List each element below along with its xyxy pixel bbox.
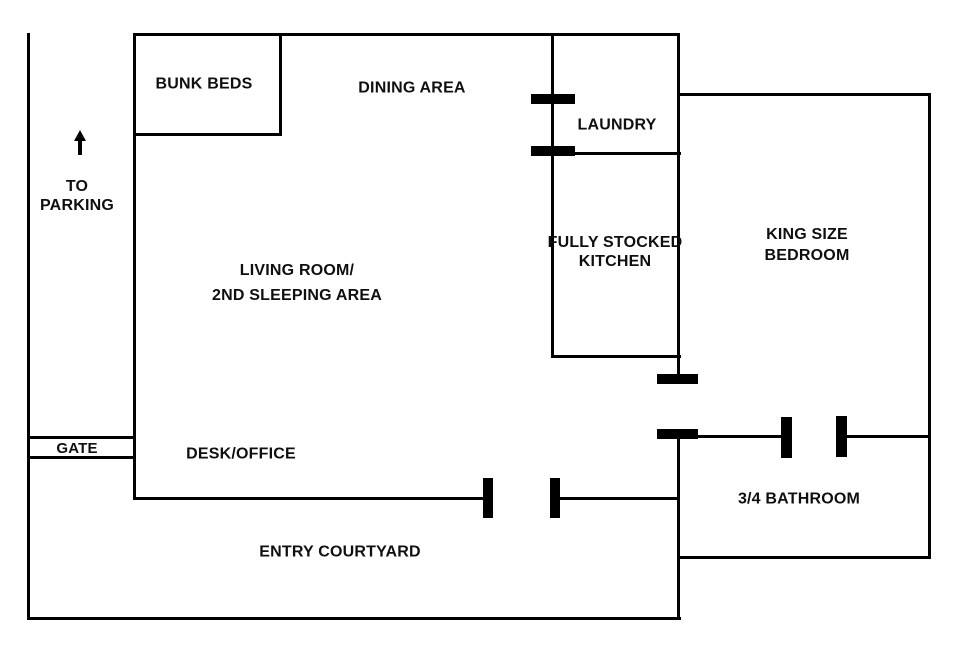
up-arrow-stem: [78, 141, 82, 155]
up-arrow-head: [74, 130, 86, 141]
wall-gate-top: [27, 436, 136, 439]
wall-bedroom-right: [928, 93, 931, 559]
wall-kitchen-bottom: [551, 355, 681, 358]
laundry-door-marker-top: [531, 94, 575, 104]
bathroom-door-marker-left: [781, 417, 792, 458]
king-bedroom-label: KING SIZE BEDROOM: [765, 224, 850, 266]
bedroom-door-marker-top: [657, 374, 698, 384]
bathroom-label: 3/4 BATHROOM: [737, 490, 861, 508]
wall-living-bottom-right: [558, 497, 680, 500]
wall-bunkbeds-bottom: [133, 133, 282, 136]
to-parking-label-line2: PARKING: [40, 197, 114, 214]
bathroom-door-marker-right: [836, 416, 847, 457]
bedroom-door-marker-bottom: [657, 429, 698, 439]
wall-bathroom-top-right: [845, 435, 931, 438]
wall-laundry-bottom: [551, 152, 681, 155]
wall-bedroom-top: [677, 93, 931, 96]
gate-label: GATE: [56, 440, 98, 457]
wall-top-main: [133, 33, 680, 36]
desk-office-label: DESK/OFFICE: [186, 445, 296, 463]
to-parking-label-line1: TO: [65, 178, 89, 195]
kitchen-label-line1: FULLY STOCKED: [547, 234, 683, 251]
entry-courtyard-label: ENTRY COURTYARD: [259, 543, 421, 561]
wall-hall-lower: [677, 434, 680, 620]
wall-bathroom-top-left: [677, 435, 783, 438]
entry-door-marker-left: [483, 478, 493, 518]
laundry-door-marker-bottom: [531, 146, 575, 156]
wall-living-bottom-left: [133, 497, 485, 500]
wall-gate-bottom: [27, 456, 136, 459]
wall-hall-upper: [677, 33, 680, 379]
dining-area-label: DINING AREA: [358, 79, 466, 97]
kitchen-label: FULLY STOCKED KITCHEN: [548, 233, 683, 271]
living-room-label-line2: 2ND SLEEPING AREA: [212, 287, 382, 304]
wall-bunkbeds-right: [279, 33, 282, 136]
wall-outer-left: [27, 33, 30, 620]
up-arrow-icon: [73, 130, 87, 155]
to-parking-label: TO PARKING: [40, 177, 114, 215]
wall-courtyard-bottom: [27, 617, 681, 620]
kitchen-label-line2: KITCHEN: [578, 253, 652, 270]
king-bedroom-label-line2: BEDROOM: [764, 247, 850, 264]
living-room-label-line1: LIVING ROOM/: [239, 262, 355, 279]
living-room-label: LIVING ROOM/ 2ND SLEEPING AREA: [212, 258, 382, 308]
wall-bathroom-bottom: [677, 556, 931, 559]
wall-living-left: [133, 33, 136, 500]
bunk-beds-label: BUNK BEDS: [155, 75, 253, 93]
king-bedroom-label-line1: KING SIZE: [766, 226, 848, 243]
laundry-label: LAUNDRY: [577, 116, 657, 134]
entry-door-marker-right: [550, 478, 560, 518]
wall-kitchen-left: [551, 33, 554, 358]
